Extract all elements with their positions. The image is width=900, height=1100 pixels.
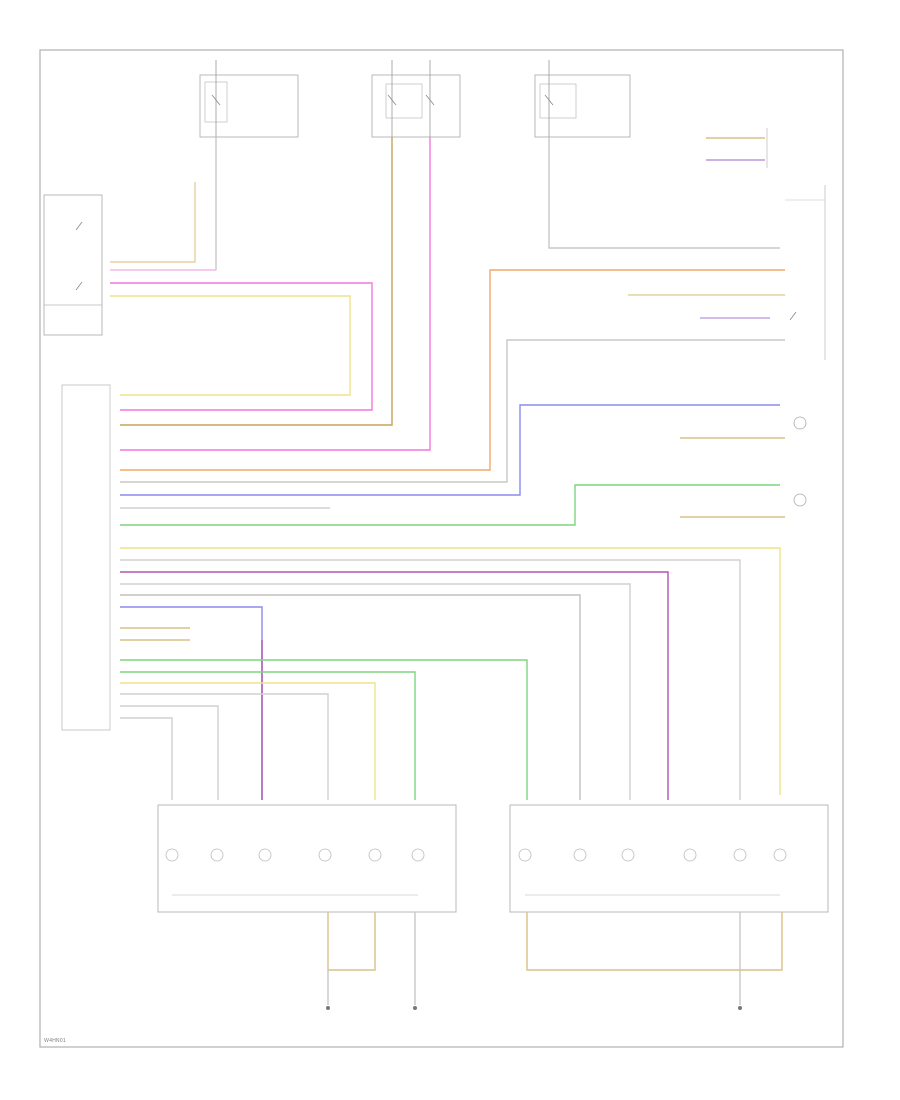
wire-purple-main	[120, 571, 669, 800]
ground-right-icon	[738, 1006, 742, 1010]
wire-green-right	[120, 659, 528, 800]
fuse-box-left	[199, 60, 299, 138]
wire-pink-fuse	[120, 137, 431, 451]
wire-gray-fuse-right	[548, 137, 780, 249]
ground-left-2-icon	[413, 1006, 417, 1010]
wire-ground-right	[526, 912, 783, 971]
wire-gray-right	[120, 559, 741, 800]
wire-yellow-long	[110, 295, 351, 396]
wire-orange	[120, 269, 785, 471]
wire-yellow-right	[120, 547, 781, 795]
light-switch	[43, 194, 103, 336]
wire-gray-left-1	[120, 693, 329, 800]
hazard-switch	[785, 185, 826, 360]
right-tail-lamp-assembly	[509, 804, 829, 913]
fuse-box-right	[534, 60, 631, 138]
wires	[110, 137, 785, 1005]
wire-green	[120, 484, 780, 526]
wire-green-left	[120, 671, 416, 800]
diagram-code: W4HN01	[44, 1038, 66, 1044]
wire-gray-3	[120, 594, 581, 800]
wire-pink-long	[110, 282, 373, 411]
wire-yellow-left	[120, 682, 376, 800]
fuse-box-middle	[371, 60, 461, 138]
diagram-frame	[39, 49, 844, 1048]
wire-gray-hazard	[120, 339, 785, 483]
wire-blue	[120, 404, 780, 496]
wire-gray-left-2	[120, 705, 219, 800]
ground-left-1-icon	[326, 1006, 330, 1010]
wire-gray-left-3	[120, 717, 173, 800]
wire-brown-fuse	[120, 137, 393, 426]
wire-blue-left	[120, 606, 263, 800]
wire-ground-left-a	[327, 912, 376, 971]
left-trailer-lamp-symbol	[793, 493, 807, 507]
left-tail-lamp-assembly	[157, 804, 457, 913]
right-trailer-lamp-symbol	[793, 416, 807, 430]
wire-tan-switch-feed	[110, 182, 196, 263]
wire-gray-2	[120, 583, 631, 800]
control-module	[61, 384, 111, 731]
